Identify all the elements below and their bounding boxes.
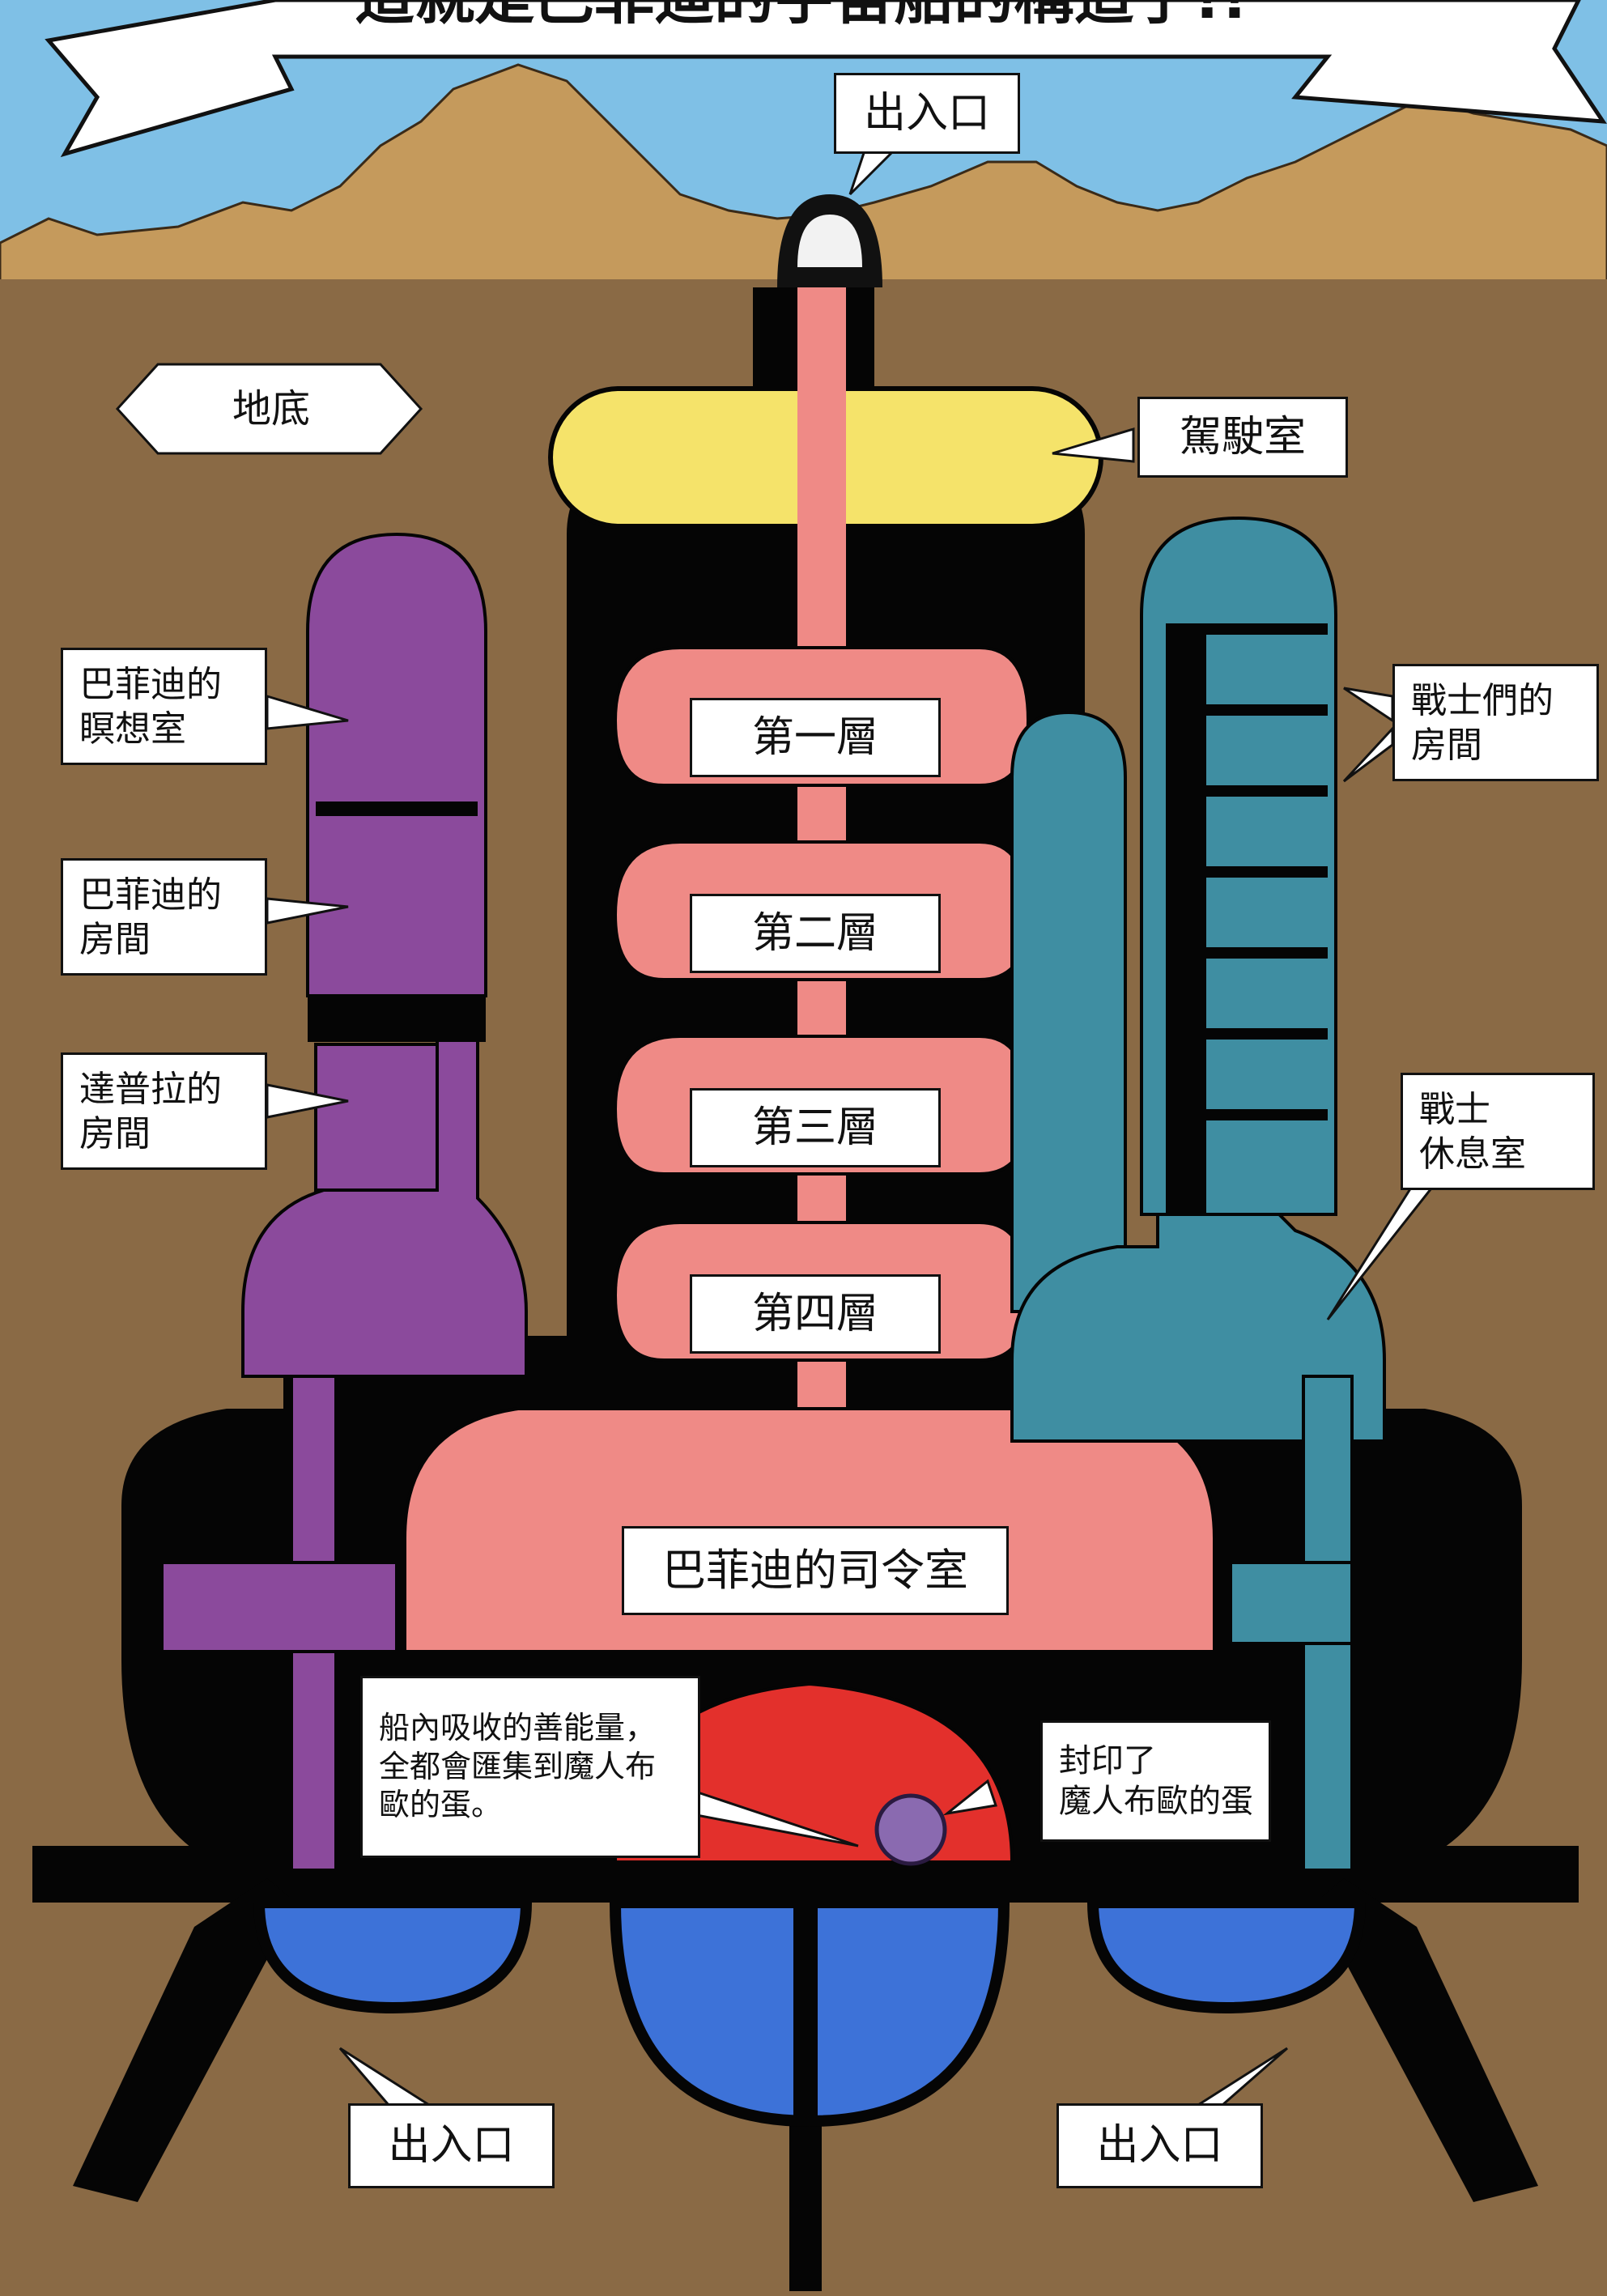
buu-egg-label: 封印了魔人布歐的蛋 xyxy=(1040,1720,1271,1842)
babidi-room-label: 巴菲迪的房間 xyxy=(61,858,267,976)
floor-4-label: 第四層 xyxy=(690,1274,941,1354)
floor-3-label: 第三層 xyxy=(690,1088,941,1167)
babidi-meditation-label: 巴菲迪的瞑想室 xyxy=(61,648,267,765)
purple-section xyxy=(160,532,528,1872)
banner-title: 這就是巴菲迪的宇宙船的構造了!! xyxy=(348,0,1255,34)
warriors-room-dividers xyxy=(1166,623,1328,1214)
left-entrance-label: 出入口 xyxy=(348,2103,555,2188)
floor-2-label: 第二層 xyxy=(690,894,941,973)
title-banner xyxy=(45,0,1607,158)
warrior-lounge-label: 戰士休息室 xyxy=(1401,1073,1595,1190)
energy-note-label: 船內吸收的善能量，全都會匯集到魔人布歐的蛋。 xyxy=(360,1676,700,1858)
right-entrance-label: 出入口 xyxy=(1056,2103,1263,2188)
command-room-label: 巴菲迪的司令室 xyxy=(622,1526,1009,1615)
buu-egg xyxy=(874,1793,947,1866)
dabura-room-label: 達普拉的房間 xyxy=(61,1052,267,1170)
cockpit-label: 駕駛室 xyxy=(1137,397,1348,478)
top-entrance-label: 出入口 xyxy=(834,73,1020,154)
warriors-rooms-label: 戰士們的房間 xyxy=(1392,664,1599,781)
right-pod xyxy=(1086,1897,1367,2014)
underground-label: 地底 xyxy=(232,386,310,432)
left-pod xyxy=(253,1897,533,2014)
floor-1-label: 第一層 xyxy=(690,698,941,777)
